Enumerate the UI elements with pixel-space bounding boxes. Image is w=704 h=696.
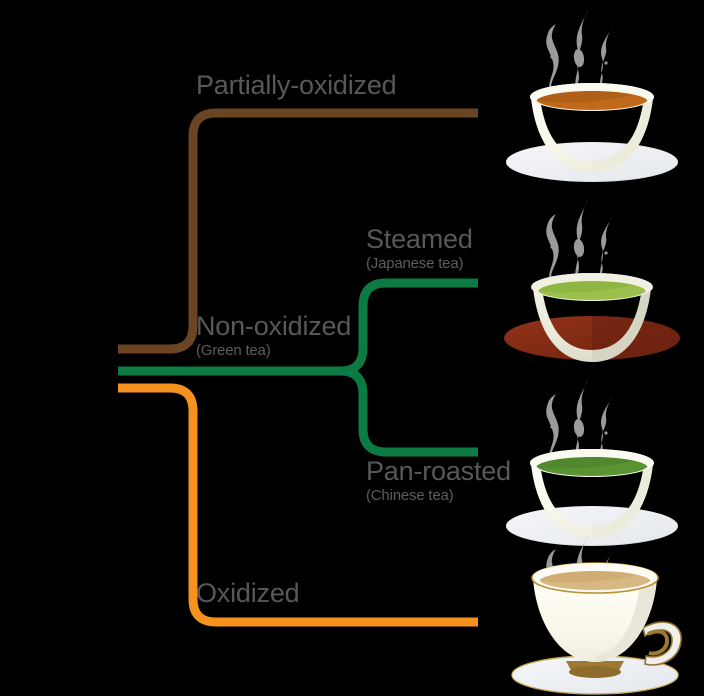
label-partially-oxidized: Partially-oxidized [196, 70, 397, 100]
label-pan-roasted-subtitle: (Chinese tea) [366, 487, 454, 504]
line-steamed [339, 278, 478, 376]
cup-steamed [504, 273, 680, 362]
label-oxidized-title: Oxidized [196, 578, 300, 608]
steam-icon-3 [546, 380, 612, 465]
label-non-oxidized-subtitle: (Green tea) [196, 342, 271, 359]
line-partially-oxidized [118, 108, 478, 354]
steam-icon-2 [546, 200, 612, 285]
cup-oxidized [511, 562, 682, 695]
cup-partially-oxidized [506, 83, 678, 182]
line-oxidized [118, 383, 478, 627]
line-pan-roasted [339, 366, 478, 457]
label-steamed-title: Steamed [366, 224, 473, 254]
label-non-oxidized: Non-oxidized (Green tea) [196, 311, 351, 360]
label-oxidized: Oxidized [196, 578, 300, 608]
label-pan-roasted-title: Pan-roasted [366, 456, 511, 486]
label-pan-roasted: Pan-roasted (Chinese tea) [366, 456, 511, 505]
label-partially-oxidized-title: Partially-oxidized [196, 70, 397, 100]
steam-icon-1 [546, 10, 612, 95]
cup-pan-roasted [506, 449, 678, 546]
label-non-oxidized-title: Non-oxidized [196, 311, 352, 341]
label-steamed: Steamed (Japanese tea) [366, 224, 473, 273]
label-steamed-subtitle: (Japanese tea) [366, 255, 464, 272]
